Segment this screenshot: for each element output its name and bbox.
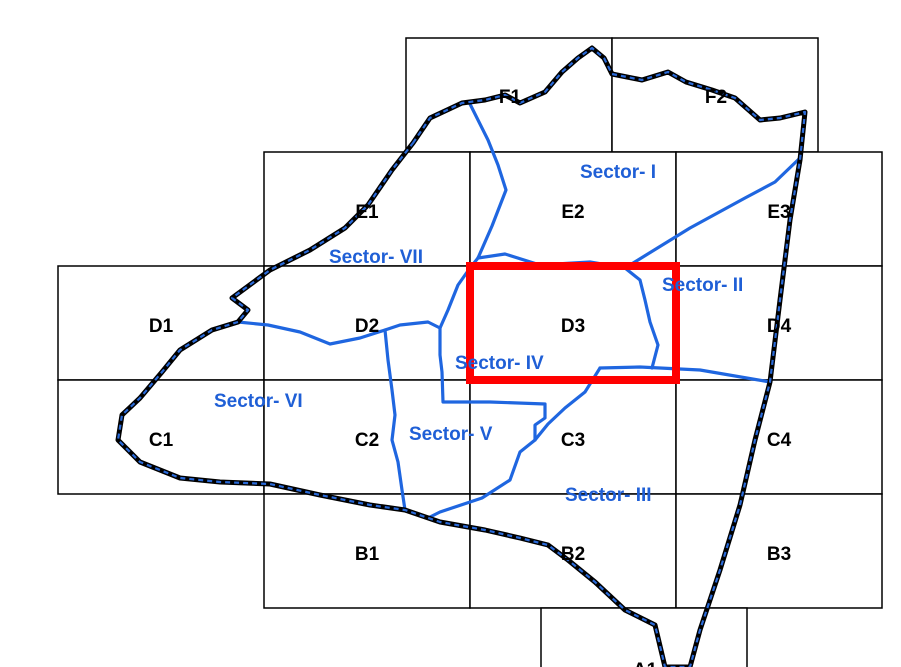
grid-cell-e3 <box>675 151 883 267</box>
sector-label-1: Sector- I <box>580 162 656 183</box>
sector-label-3: Sector- III <box>565 485 652 506</box>
grid-cell-a1 <box>540 607 748 667</box>
sector-boundary-sector4-sector5 <box>438 256 547 442</box>
grid-cell-c1 <box>57 379 265 495</box>
cell-label-b3: B3 <box>767 544 791 565</box>
cell-label-d4: D4 <box>767 316 792 337</box>
cell-label-a1: A1 <box>633 660 658 667</box>
cell-label-c2: C2 <box>355 430 379 451</box>
cell-label-c1: C1 <box>149 430 174 451</box>
sector-label-2: Sector- II <box>662 275 743 296</box>
cell-label-e1: E1 <box>355 202 379 223</box>
sector-boundary-sector1-sector2 <box>623 156 802 270</box>
cell-label-d2: D2 <box>355 316 379 337</box>
cell-label-e3: E3 <box>767 202 790 223</box>
sector-label-6: Sector- VI <box>214 391 303 412</box>
sector-boundary-sector5-sector6 <box>383 320 442 512</box>
cell-label-f2: F2 <box>705 87 727 108</box>
sector-boundaries <box>236 102 802 520</box>
cell-label-e2: E2 <box>561 202 584 223</box>
sector-boundary-sector2-sector3 <box>598 365 772 384</box>
grid-cell-f2 <box>611 37 819 153</box>
grid-cell-c4 <box>675 379 883 495</box>
sector-label-7: Sector- VII <box>329 247 423 268</box>
grid-cell-b2 <box>469 493 677 609</box>
grid-cell-e2 <box>469 151 677 267</box>
sector-label-4: Sector- IV <box>455 353 544 374</box>
study-area-boundary <box>115 45 808 667</box>
sector-boundary-sector1-sector7 <box>468 102 508 260</box>
cell-label-d1: D1 <box>149 316 174 337</box>
grid-cell-b3 <box>675 493 883 609</box>
sector-boundary-sector6-sector7 <box>236 320 387 346</box>
sector-boundary-sector3-sector4 <box>426 366 602 520</box>
cell-label-c3: C3 <box>561 430 585 451</box>
cell-label-b2: B2 <box>561 544 585 565</box>
sector-label-5: Sector- V <box>409 424 493 445</box>
sector-boundary-sector2-sector4 <box>623 266 660 370</box>
cell-label-f1: F1 <box>499 87 522 108</box>
cell-label-b1: B1 <box>355 544 380 565</box>
grid-cell-c3 <box>469 379 677 495</box>
cell-label-d3: D3 <box>561 316 585 337</box>
highlighted-cell-d3 <box>466 262 680 384</box>
cell-label-c4: C4 <box>767 430 792 451</box>
